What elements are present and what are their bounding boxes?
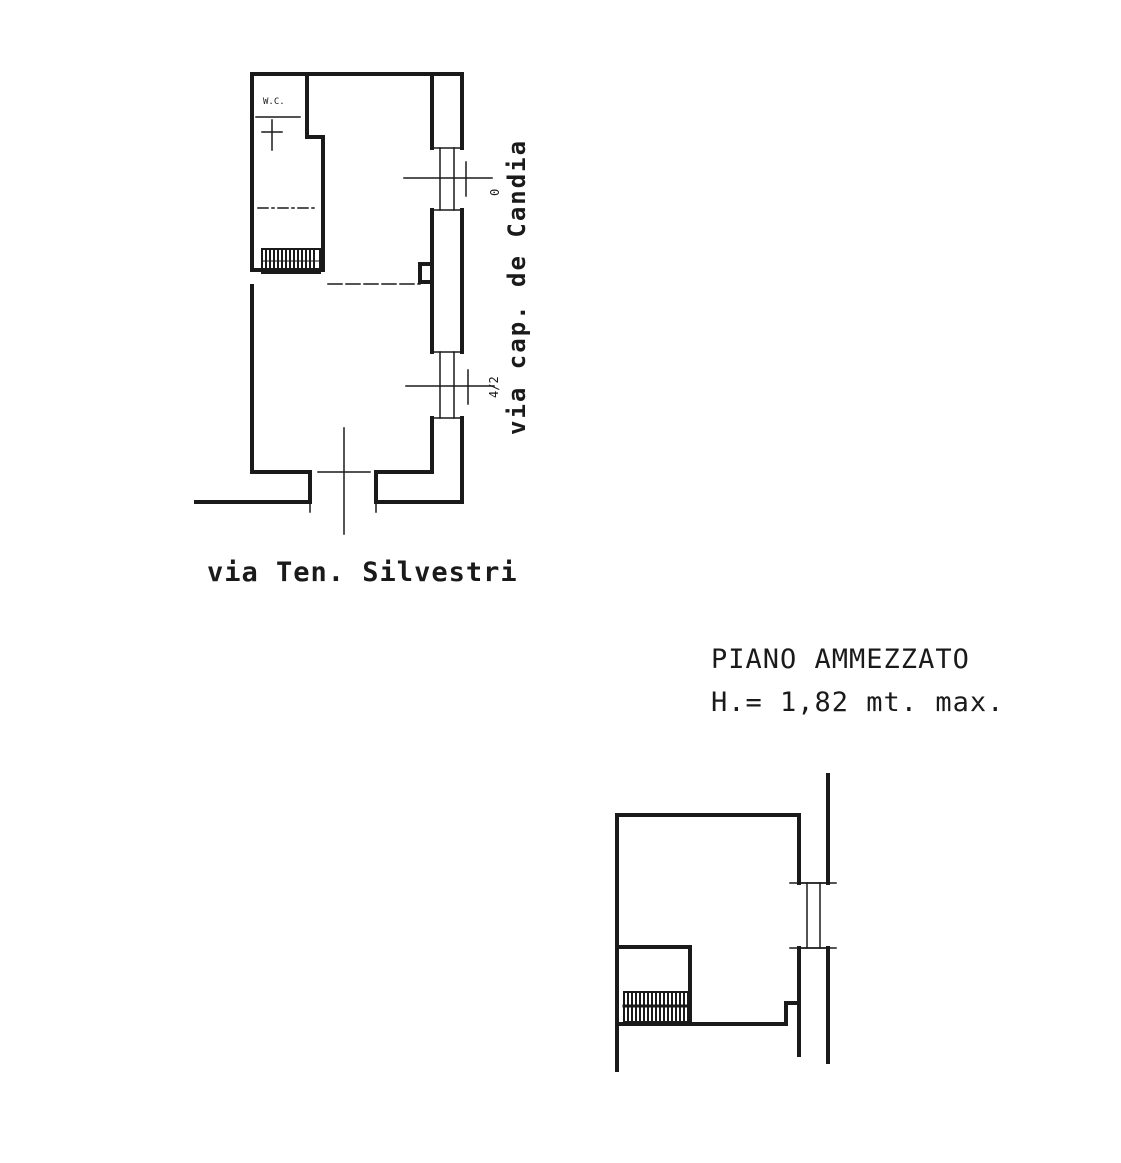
window-upper (403, 147, 493, 211)
upper-plan-walls (194, 72, 464, 504)
wc-label: W.C. (263, 97, 285, 107)
mezz-floor-edge (615, 1001, 801, 1026)
window-lower (405, 351, 495, 419)
lower-plan (615, 773, 837, 1072)
wall-left-upper (250, 72, 325, 272)
window-measure-upper: 0 (488, 188, 502, 196)
wall-right-inner-upper (418, 72, 434, 354)
window-measure-lower: 4/2 (487, 376, 501, 398)
staircase-upper (261, 248, 321, 274)
street-name-side: via cap. de Candia (503, 138, 531, 435)
internal-lines (255, 116, 421, 285)
staircase-lower (622, 991, 690, 1023)
floor-title: PIANO AMMEZZATO (711, 644, 970, 675)
mezz-window (789, 882, 837, 949)
wall-left-lower (250, 284, 312, 504)
wall-right-lower (374, 416, 464, 504)
street-name-bottom: via Ten. Silvestri (207, 557, 518, 588)
upper-plan (194, 72, 495, 535)
mezz-stair-box (615, 945, 692, 1026)
window-lower-jambs (439, 351, 455, 419)
lower-plan-walls (615, 773, 830, 1072)
entrance-door (309, 427, 377, 535)
wc-door (261, 119, 283, 151)
floor-height-note: H.= 1,82 mt. max. (711, 687, 1005, 718)
